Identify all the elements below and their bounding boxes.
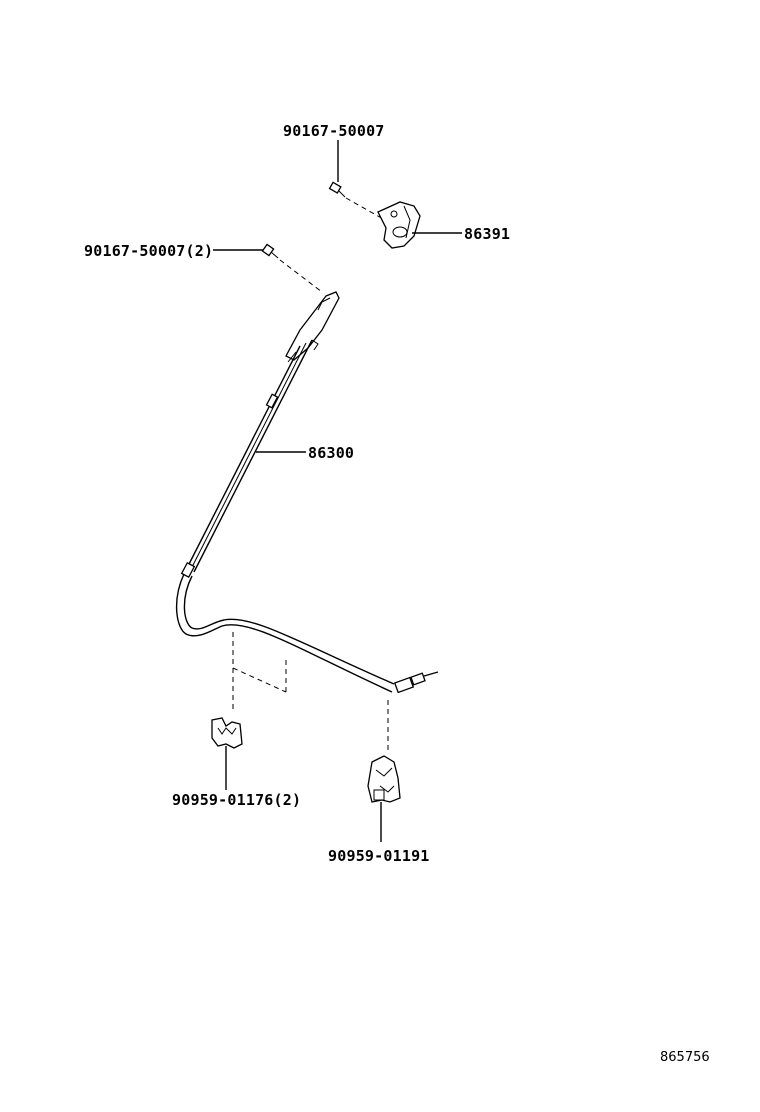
label-clamp-left: 90959-01176(2): [172, 791, 301, 809]
label-bolt-top: 90167-50007: [283, 122, 385, 140]
label-clamp-right: 90959-01191: [328, 847, 430, 865]
clamp-right-part: [367, 700, 401, 842]
label-antenna: 86300: [308, 444, 354, 462]
label-bracket: 86391: [464, 225, 510, 243]
bracket-part: [377, 201, 462, 249]
bolt-left-part: [213, 243, 323, 293]
antenna-assembly-part: [175, 291, 439, 694]
diagram-reference-number: 865756: [660, 1050, 710, 1065]
bolt-top-part: [328, 140, 386, 221]
label-bolt-left: 90167-50007(2): [84, 242, 213, 260]
clamp-left-part: [211, 632, 287, 790]
